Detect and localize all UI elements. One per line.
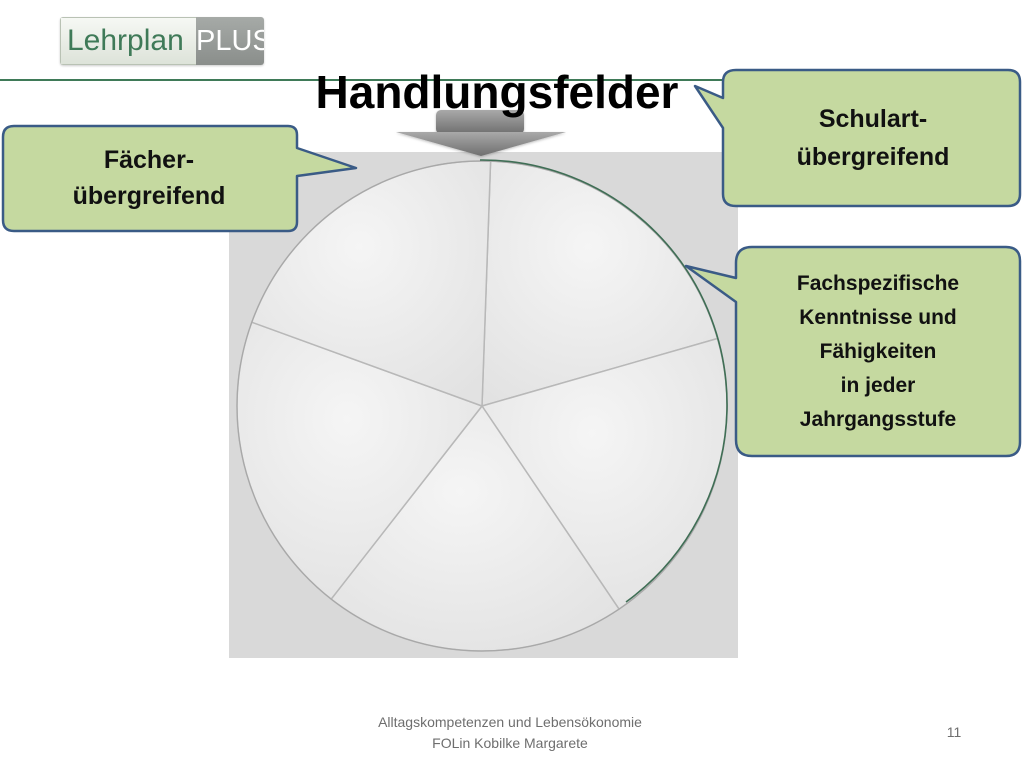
callout-faecher-shape [1, 124, 358, 233]
callout-fach-line-5: Jahrgangsstufe [799, 408, 957, 431]
callout-fach-line-1: Fachspezifische [796, 272, 960, 295]
callout-faecher-text: Fächer- übergreifend [8, 130, 290, 226]
callout-schulart-shape [693, 68, 1022, 208]
segment-wheel [236, 160, 728, 652]
callout-faecher-line-1: Fächer- [103, 146, 195, 174]
callout-fachspezifisch-shape [684, 245, 1022, 458]
logo-text-plus: PLUS [196, 17, 264, 65]
page-number: 11 [946, 724, 962, 740]
callout-schulart-line-2: übergreifend [796, 143, 950, 171]
logo-text-lehrplan: Lehrplan [60, 17, 196, 65]
callout-fach-line-3: Fähigkeiten [819, 340, 937, 363]
callout-schulart-text: Schulart- übergreifend [730, 74, 1016, 202]
callout-faecher-line-2: übergreifend [72, 182, 226, 210]
wheel-rim-accent [479, 159, 728, 603]
callout-schulart-line-1: Schulart- [818, 105, 928, 133]
slide-title: Handlungsfelder [315, 66, 679, 118]
footer-line-2: FOLin Kobilke Margarete [432, 735, 588, 751]
callout-fach-line-4: in jeder [840, 374, 916, 397]
lehrplan-plus-logo: Lehrplan PLUS [60, 17, 264, 65]
top-pointer-arrow [396, 110, 566, 156]
footer: Alltagskompetenzen und Lebensökonomie FO… [340, 712, 680, 754]
callout-fach-line-2: Kenntnisse und [799, 306, 957, 329]
callout-fachspezifisch-text: Fachspezifische Kenntnisse und Fähigkeit… [744, 252, 1012, 452]
header-rule [0, 79, 740, 81]
footer-line-1: Alltagskompetenzen und Lebensökonomie [378, 714, 642, 730]
